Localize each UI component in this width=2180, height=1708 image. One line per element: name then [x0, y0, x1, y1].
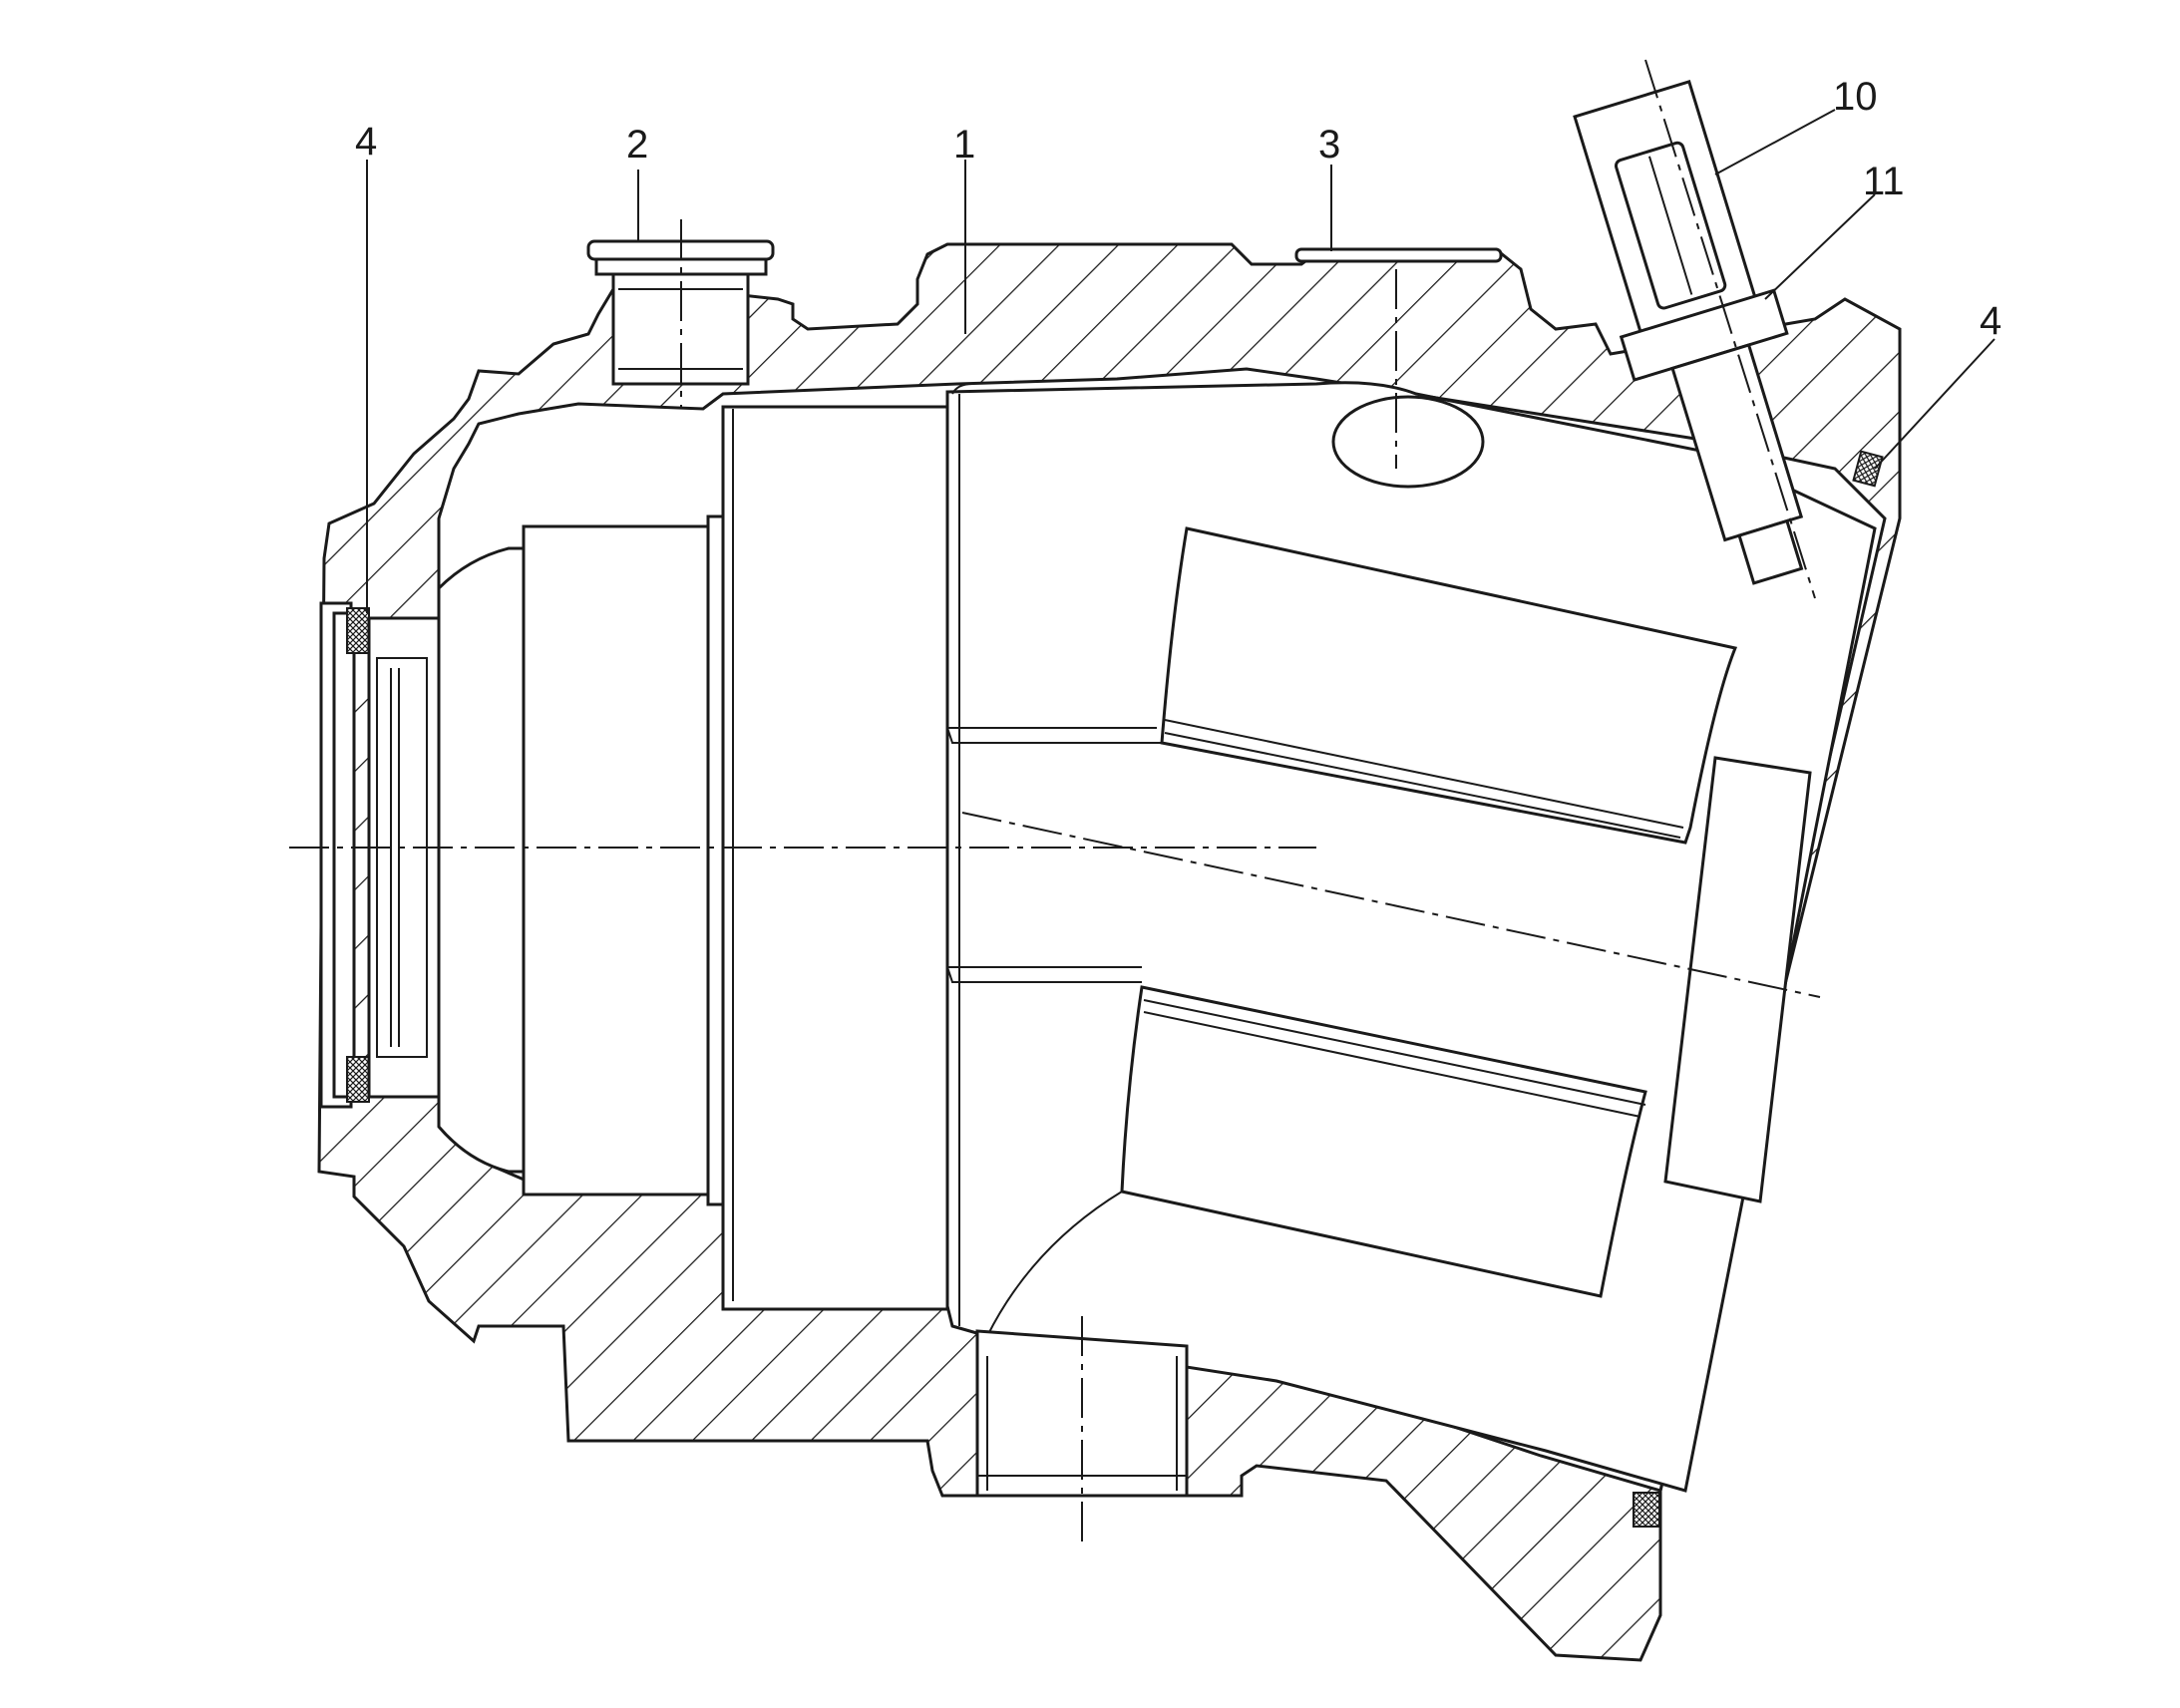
callout-10: 10: [1833, 75, 1878, 119]
leader-11: [1764, 193, 1876, 300]
seal-ring-right: [1633, 450, 1884, 1528]
port-plug-3: [1294, 247, 1503, 489]
seal-ring-top: [346, 607, 370, 654]
callout-4-right: 4: [1980, 299, 2001, 343]
callout-1: 1: [953, 123, 975, 167]
leader-4-right: [1874, 338, 1996, 470]
callout-2: 2: [626, 123, 648, 167]
callout-4-left: 4: [355, 120, 377, 164]
piston-bore-lower: [945, 966, 1647, 1337]
adjusting-screw-10: [1573, 80, 1804, 585]
callout-3: 3: [1318, 123, 1340, 167]
leader-10: [1714, 109, 1836, 175]
seal-ring-bottom: [346, 1056, 370, 1103]
shaft-seal-assembly: [319, 601, 441, 1109]
center-lines: [289, 59, 1821, 1545]
callout-11: 11: [1863, 160, 1905, 203]
piston-bore-upper: [945, 526, 1738, 845]
drive-shaft: [437, 405, 949, 1311]
callouts: 4 2 1 3 10 11 4: [355, 75, 2001, 613]
